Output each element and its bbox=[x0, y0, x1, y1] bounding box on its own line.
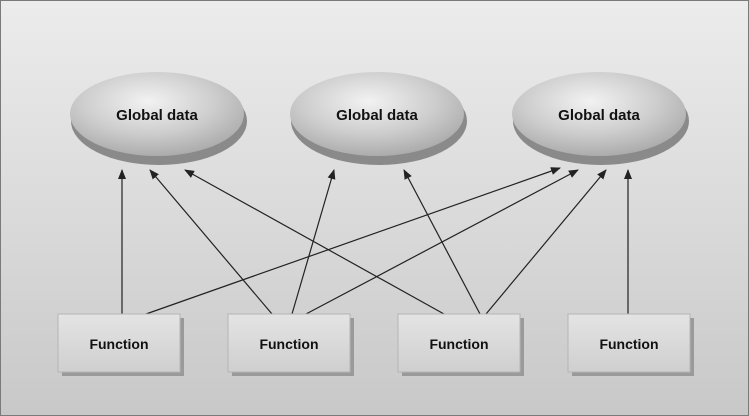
global-data-label: Global data bbox=[558, 107, 640, 124]
global-data-node-3: Global data bbox=[512, 72, 689, 165]
function-label: Function bbox=[599, 336, 658, 352]
function-label: Function bbox=[259, 336, 318, 352]
edge-f3-g1 bbox=[184, 169, 445, 315]
global-data-node-2: Global data bbox=[290, 72, 467, 165]
function-node-4: Function bbox=[567, 313, 694, 376]
function-node-3: Function bbox=[397, 313, 524, 376]
function-node-2: Function bbox=[227, 313, 354, 376]
edge-f2-g2 bbox=[291, 169, 336, 315]
function-node-1: Function bbox=[57, 313, 184, 376]
edge-f2-g1 bbox=[149, 169, 273, 315]
edges-group bbox=[118, 167, 632, 315]
edge-f4-g3a bbox=[485, 169, 607, 315]
function-label: Function bbox=[89, 336, 148, 352]
edge-f1-g3 bbox=[145, 167, 561, 315]
global-data-label: Global data bbox=[336, 107, 418, 124]
edge-f3-g2 bbox=[403, 169, 481, 315]
global-data-node-1: Global data bbox=[70, 72, 247, 165]
function-label: Function bbox=[429, 336, 488, 352]
global-data-label: Global data bbox=[116, 107, 198, 124]
